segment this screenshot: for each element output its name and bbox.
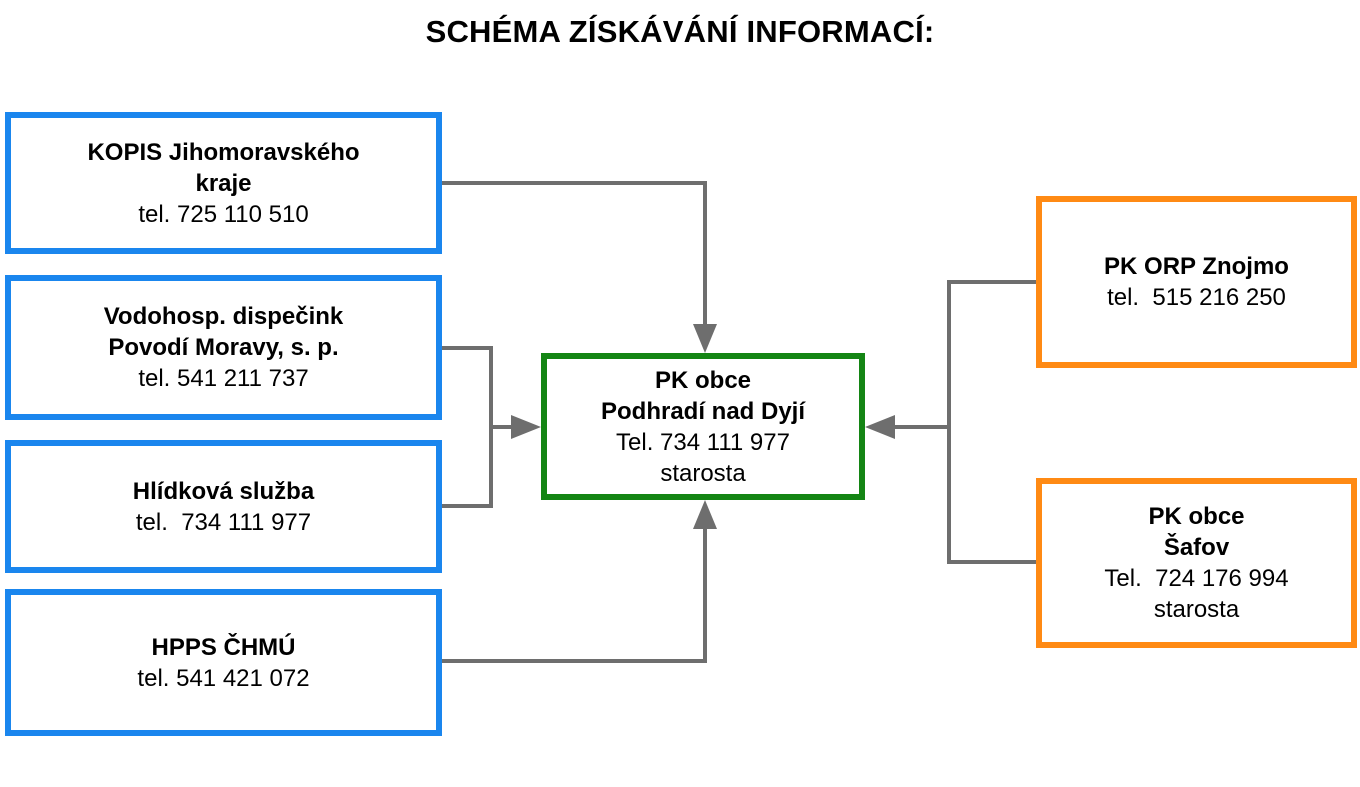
- source-name: HPPS ČHMÚ: [151, 633, 296, 661]
- connector-vodohosp-to-center: [441, 346, 493, 427]
- connector-hlidkova-to-center: [441, 427, 493, 508]
- connector-kopis-to-center: [441, 181, 707, 330]
- target-name: PK obce Šafov: [1148, 503, 1245, 561]
- center-role: starosta: [660, 459, 746, 487]
- center-name: PK obce Podhradí nad Dyjí: [600, 366, 806, 425]
- source-phone: tel. 734 111 977: [135, 508, 312, 536]
- connector-safov-to-center: [947, 427, 1038, 564]
- connector-orp-to-center: [947, 280, 1038, 427]
- target-phone: Tel. 724 176 994: [1104, 565, 1289, 592]
- source-box-hpps: HPPS ČHMÚ tel. 541 421 072: [5, 589, 442, 736]
- source-phone: tel. 541 211 737: [138, 365, 309, 392]
- target-box-orp-znojmo: PK ORP Znojmo tel. 515 216 250: [1036, 196, 1357, 368]
- source-name: KOPIS Jihomoravského kraje: [87, 138, 360, 197]
- source-phone: tel. 725 110 510: [138, 200, 309, 228]
- target-role: starosta: [1153, 596, 1240, 623]
- target-phone: tel. 515 216 250: [1107, 284, 1286, 311]
- connector-hpps-to-center: [441, 523, 707, 663]
- center-phone: Tel. 734 111 977: [616, 428, 790, 456]
- arrowhead-right: [865, 415, 895, 439]
- center-box-podhradi: PK obce Podhradí nad Dyjí Tel. 734 111 9…: [541, 353, 865, 500]
- target-name: PK ORP Znojmo: [1104, 253, 1289, 280]
- source-box-vodohosp: Vodohosp. dispečink Povodí Moravy, s. p.…: [5, 275, 442, 420]
- target-box-safov: PK obce Šafov Tel. 724 176 994 starosta: [1036, 478, 1357, 648]
- source-box-hlidkova: Hlídková služba tel. 734 111 977: [5, 440, 442, 573]
- arrowhead-hpps: [693, 500, 717, 529]
- source-name: Vodohosp. dispečink Povodí Moravy, s. p.: [103, 303, 344, 361]
- source-box-kopis: KOPIS Jihomoravského kraje tel. 725 110 …: [5, 112, 442, 254]
- source-name: Hlídková služba: [132, 477, 315, 505]
- diagram-title: SCHÉMA ZÍSKÁVÁNÍ INFORMACÍ:: [425, 14, 935, 49]
- arrowhead-kopis: [693, 324, 717, 353]
- arrowhead-join: [511, 415, 541, 439]
- source-phone: tel. 541 421 072: [137, 664, 310, 692]
